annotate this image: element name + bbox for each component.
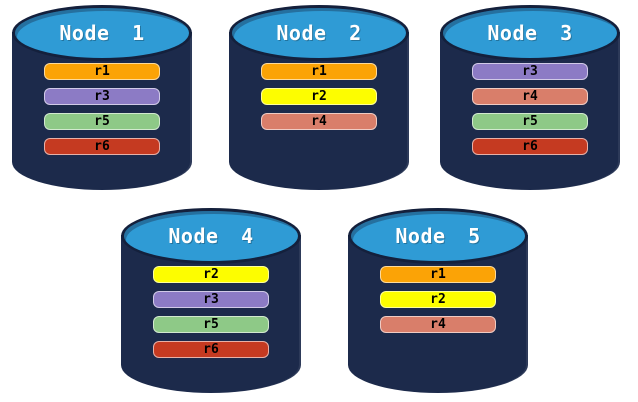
node-label: Node 4: [168, 224, 254, 248]
cylinder-top-ellipse: Node 2: [229, 5, 409, 61]
replica-bar-r4: r4: [472, 88, 588, 105]
replica-bar-r3: r3: [153, 291, 269, 308]
replica-bar-r6: r6: [153, 341, 269, 358]
node-4-cylinder: Node 4 r2 r3 r5 r6: [121, 208, 301, 393]
replica-bar-r4: r4: [380, 316, 496, 333]
replica-bar-r5: r5: [153, 316, 269, 333]
replica-bar-r1: r1: [44, 63, 160, 80]
node-label: Node 5: [395, 224, 481, 248]
cylinder-top-ellipse: Node 3: [440, 5, 620, 61]
cylinder-top-ellipse: Node 5: [348, 208, 528, 264]
node-2-cylinder: Node 2 r1 r2 r4: [229, 5, 409, 190]
replica-bar-r2: r2: [380, 291, 496, 308]
replica-bar-r6: r6: [472, 138, 588, 155]
replica-bar-r1: r1: [261, 63, 377, 80]
node-label: Node 2: [276, 21, 362, 45]
node-5-cylinder: Node 5 r1 r2 r4: [348, 208, 528, 393]
replica-bar-r3: r3: [44, 88, 160, 105]
replica-bar-r6: r6: [44, 138, 160, 155]
cylinder-top-ellipse: Node 4: [121, 208, 301, 264]
replica-bar-r3: r3: [472, 63, 588, 80]
replica-bar-r1: r1: [380, 266, 496, 283]
node-1-cylinder: Node 1 r1 r3 r5 r6: [12, 5, 192, 190]
replica-bar-r5: r5: [44, 113, 160, 130]
replica-list: r2 r3 r5 r6: [153, 266, 269, 358]
node-3-cylinder: Node 3 r3 r4 r5 r6: [440, 5, 620, 190]
replica-list: r1 r2 r4: [380, 266, 496, 333]
replica-list: r1 r3 r5 r6: [44, 63, 160, 155]
cylinder-top-ellipse: Node 1: [12, 5, 192, 61]
replica-list: r1 r2 r4: [261, 63, 377, 130]
replica-bar-r5: r5: [472, 113, 588, 130]
replica-list: r3 r4 r5 r6: [472, 63, 588, 155]
node-label: Node 1: [59, 21, 145, 45]
node-label: Node 3: [487, 21, 573, 45]
replica-bar-r2: r2: [261, 88, 377, 105]
replica-bar-r2: r2: [153, 266, 269, 283]
replica-bar-r4: r4: [261, 113, 377, 130]
